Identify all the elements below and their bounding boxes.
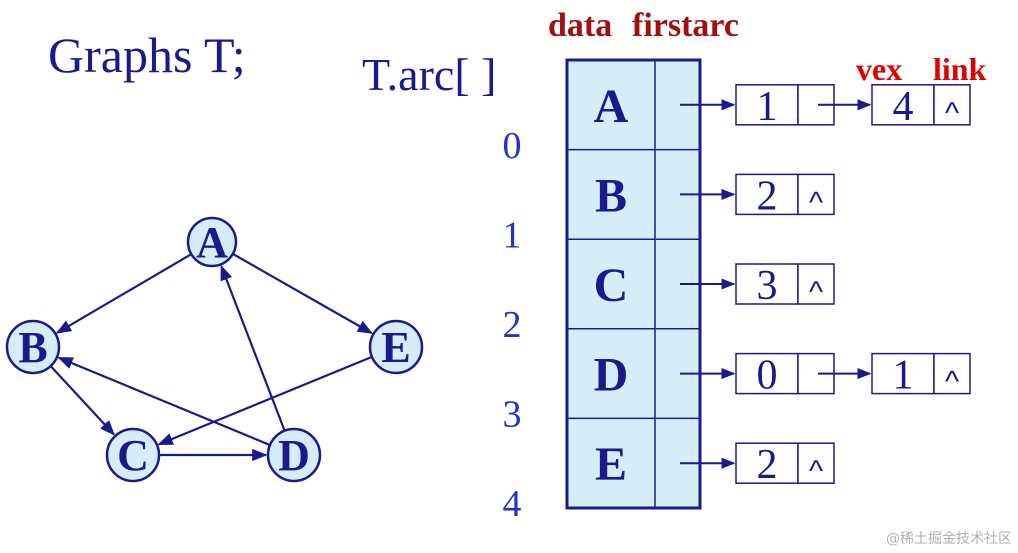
graph-node-e [368, 319, 424, 375]
arc-link-cell [797, 173, 835, 216]
head-array: A 0B 1C 2D 3E 4 [503, 58, 702, 525]
header-link: link [933, 51, 987, 87]
head-array-box [565, 58, 702, 510]
array-index: 2 [503, 304, 522, 346]
header-data: data [548, 7, 612, 44]
arc-vex-cell [735, 173, 799, 216]
head-data-a: A [594, 80, 629, 133]
arc-link-cell [933, 352, 971, 395]
array-label: T.arc[ ] [362, 49, 496, 100]
edge-b-c [49, 365, 116, 436]
arc-vex-value: 2 [757, 442, 778, 488]
arc-link-cell [933, 84, 971, 126]
graph-node-a [186, 216, 238, 268]
edge-d-a [220, 264, 286, 432]
header-vex: vex [856, 51, 902, 87]
array-index: 4 [503, 483, 522, 525]
graph-node-label: A [196, 218, 228, 267]
graph-node-label: E [381, 323, 410, 372]
head-data-e: E [595, 438, 627, 491]
directed-graph: A B C D E [5, 216, 424, 483]
null-link-symbol: ^ [809, 455, 823, 488]
edge-e-c [157, 355, 373, 446]
arc-vex-cell [735, 263, 799, 305]
null-link-symbol: ^ [809, 276, 823, 309]
graph-node-label: C [117, 431, 149, 480]
edge-a-b [55, 253, 192, 334]
header-firstarc: firstarc [632, 7, 739, 44]
watermark-text: @稀土掘金技术社区 [886, 531, 1012, 547]
head-data-d: D [594, 349, 629, 402]
null-link-symbol: ^ [945, 366, 959, 399]
edge-a-e [232, 252, 374, 335]
arc-link-cell [797, 442, 835, 484]
graph-node-label: D [278, 431, 310, 480]
array-index: 3 [503, 394, 522, 436]
edge-d-b [57, 356, 271, 447]
head-data-c: C [594, 259, 629, 312]
null-link-symbol: ^ [809, 186, 823, 219]
graph-node-label: B [18, 323, 47, 372]
graph-node-d [266, 427, 322, 483]
arc-vex-value: 1 [893, 353, 914, 399]
array-index: 0 [503, 125, 522, 167]
arc-vex-cell [871, 84, 935, 126]
arc-vex-value: 0 [757, 353, 778, 399]
arc-vex-cell [735, 352, 799, 395]
arc-link-cell [797, 263, 835, 305]
graph-node-b [5, 319, 61, 375]
array-index: 1 [503, 215, 522, 257]
head-data-b: B [595, 169, 627, 222]
graph-node-c [105, 427, 161, 483]
arc-vex-value: 1 [757, 84, 778, 130]
arc-lists: 1 4 ^ 2 ^ 3 ^ 0 1 ^ 2 ^ [680, 84, 971, 488]
arc-vex-value: 2 [757, 173, 778, 219]
null-link-symbol: ^ [945, 97, 959, 130]
arc-vex-cell [871, 352, 935, 395]
arc-vex-value: 4 [893, 84, 914, 130]
arc-vex-value: 3 [757, 263, 778, 309]
arc-vex-cell [735, 84, 799, 126]
graph-title: Graphs T; [48, 27, 246, 83]
